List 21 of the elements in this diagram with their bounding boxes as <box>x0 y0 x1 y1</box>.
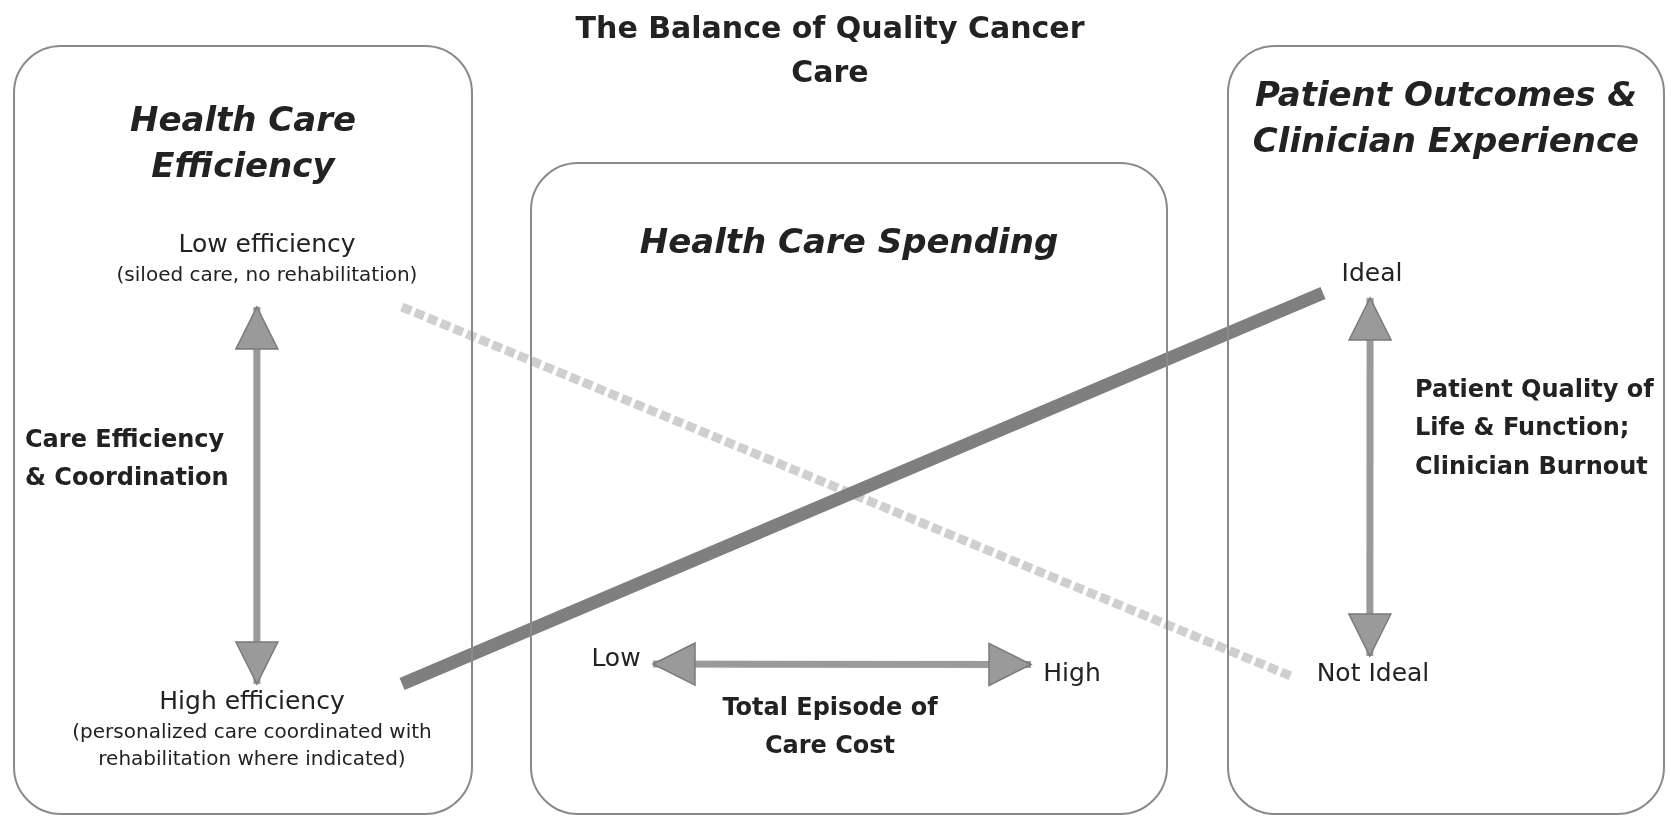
axis-label: Low <box>580 642 652 686</box>
axis-label: High <box>1032 657 1112 701</box>
panel-heading: Health Care Spending <box>638 220 1060 263</box>
axis-label: Low efficiency <box>177 228 357 260</box>
double-arrow <box>1348 297 1392 657</box>
panel-heading: Patient Outcomes & Clinician Experience <box>1251 73 1641 162</box>
edge-label: Care Efficiency & Coordination <box>25 424 230 494</box>
edge-label: Patient Quality of Life & Function; Clinician Burnout <box>1415 374 1655 482</box>
note-text: (siloed care, no rehabilitation) <box>115 260 419 288</box>
panel-heading: Health Care Efficiency <box>128 98 358 187</box>
axis-label: Not Ideal <box>1294 657 1452 697</box>
edge-label: Total Episode of Care Cost <box>721 692 939 762</box>
panel <box>13 45 473 815</box>
panel <box>1227 45 1665 815</box>
double-arrow <box>652 642 1032 687</box>
double-arrow <box>235 306 279 685</box>
axis-label: Ideal <box>1324 257 1420 297</box>
axis-label: High efficiency <box>158 685 346 717</box>
panel <box>530 162 1168 815</box>
note-text: (personalized care coordinated with rehabilitation where indicated) <box>71 717 433 772</box>
diagram-title: The Balance of Quality Cancer Care <box>574 9 1086 91</box>
